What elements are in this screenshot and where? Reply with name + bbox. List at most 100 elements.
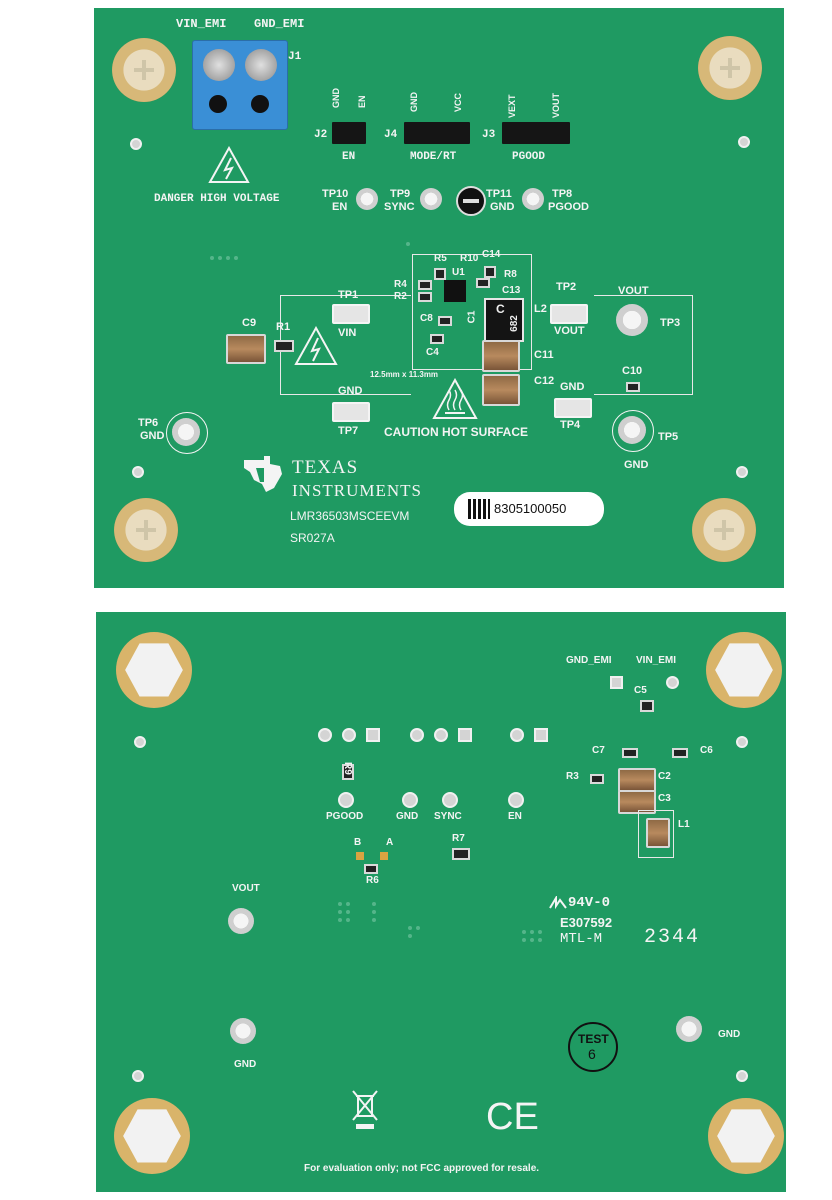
tp11-label: TP11 [486,188,512,200]
standoff-bottom-left [114,1098,190,1174]
gnd-emi-pad [610,676,623,689]
test-point-tp6[interactable] [172,418,200,446]
test-point-tp3[interactable] [616,304,648,336]
via [522,930,526,934]
tp7-gnd: GND [338,385,363,397]
brand-texas: TEXAS [292,457,359,478]
en-label: EN [508,811,522,822]
c13-label: C13 [502,285,521,296]
j4-pin-vcc: VCC [453,92,463,112]
via [346,918,350,922]
c5-label: C5 [634,685,647,696]
test-point-vout[interactable] [228,908,254,934]
via [408,926,412,930]
a-label: A [386,837,394,848]
tp3-net: VOUT [618,285,649,297]
via-pad [132,466,144,478]
test-point-tp10[interactable] [356,188,378,210]
test-point-tp9[interactable] [420,188,442,210]
vin-emi-pad [666,676,679,689]
via [522,938,526,942]
inductor-l2: C 682 [484,298,524,342]
capacitor-c12 [482,374,520,406]
screw-terminal-vin[interactable] [203,49,235,81]
vout-label: VOUT [232,883,260,894]
test-point-gnd-left[interactable] [230,1018,256,1044]
tp1-label: TP1 [338,289,359,301]
test-point-pgood[interactable] [338,792,354,808]
manufacturer-code: MTL-M [560,931,603,947]
test-point-tp4[interactable] [554,398,592,418]
test-point-tp11[interactable] [456,186,486,216]
j4-pin-gnd: GND [409,92,419,112]
test-point-tp5[interactable] [618,416,646,444]
test-point-gnd-right[interactable] [676,1016,702,1042]
via [338,910,342,914]
vin-emi-label: VIN_EMI [176,17,227,31]
test-stamp-number: 6 [588,1046,596,1062]
header-j2[interactable] [332,122,366,144]
test-point-tp2[interactable] [550,304,588,324]
brand-instruments: INSTRUMENTS [292,481,423,500]
header-hole-square [458,728,472,742]
via [538,938,542,942]
r2-label: R2 [394,291,407,302]
test-point-gnd[interactable] [402,792,418,808]
mounting-hole-bottom-right [692,498,756,562]
wire-entry [251,95,269,113]
sync-label: SYNC [434,811,462,822]
hot-surface-warning-icon [432,378,478,419]
c9-label: C9 [242,317,257,329]
via [538,930,542,934]
test-point-en[interactable] [508,792,524,808]
vin-emi-label: VIN_EMI [636,655,677,666]
header-hole [318,728,332,742]
j3-pin-vout: VOUT [551,92,561,118]
gnd-emi-label: GND_EMI [566,655,612,666]
gnd-left-label: GND [234,1059,257,1070]
test-stamp-text: TEST [578,1032,609,1046]
test-point-tp7[interactable] [332,402,370,422]
tp4-label: TP4 [560,419,581,431]
caution-hot-surface-text: CAUTION HOT SURFACE [384,425,528,439]
serial-number: 8305100050 [494,501,567,516]
via-pad [738,136,750,148]
c2-label: C2 [658,771,671,782]
capacitor-c6 [672,748,688,758]
tp10-label: TP10 [322,188,349,200]
j3-label: J3 [482,129,496,141]
via [406,242,410,246]
via [530,938,534,942]
via [530,930,534,934]
via [408,934,412,938]
capacitor-c10 [626,382,640,392]
tp10-net: EN [332,201,348,213]
j2-label: J2 [314,129,328,141]
screw-terminal-gnd[interactable] [245,49,277,81]
via [346,910,350,914]
c1-label: C1 [466,310,478,324]
header-j3[interactable] [502,122,570,144]
terminal-block-j1[interactable] [192,40,288,130]
r9-label: R9 [342,762,353,775]
l1-outline [638,810,674,858]
tp4-gnd: GND [560,381,585,393]
test-point-tp8[interactable] [522,188,544,210]
high-voltage-warning-icon [208,146,250,183]
gnd-label: GND [396,811,419,822]
via [416,926,420,930]
j4-label: J4 [384,129,398,141]
test-point-tp1[interactable] [332,304,370,324]
resistor-r3 [590,774,604,784]
header-j4[interactable] [404,122,470,144]
r7-label: R7 [452,833,465,844]
via [338,918,342,922]
c12-label: C12 [534,375,555,387]
resistor-r1 [274,340,294,352]
c7-label: C7 [592,745,605,756]
resistor-r6 [364,864,378,874]
via-pad [736,736,748,748]
test-point-sync[interactable] [442,792,458,808]
r10-label: R10 [460,253,479,264]
via [346,902,350,906]
